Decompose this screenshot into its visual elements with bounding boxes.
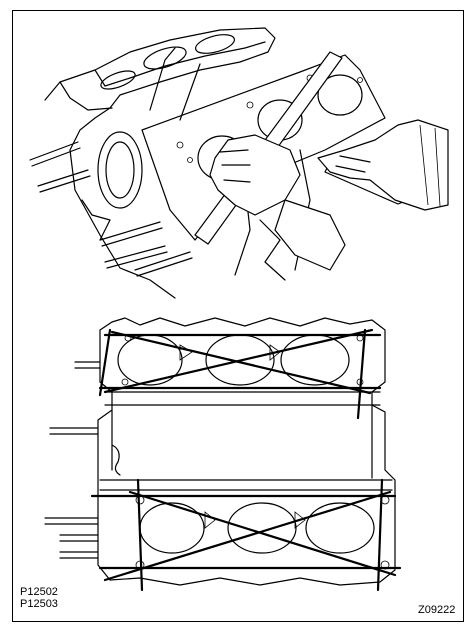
part-code-1: P12502	[20, 586, 58, 598]
deck-measurement-diagram	[44, 317, 402, 592]
figure-reference-code: Z09222	[418, 604, 456, 616]
straightedge-check-illustration	[29, 27, 449, 299]
part-code-2: P12503	[20, 598, 58, 610]
